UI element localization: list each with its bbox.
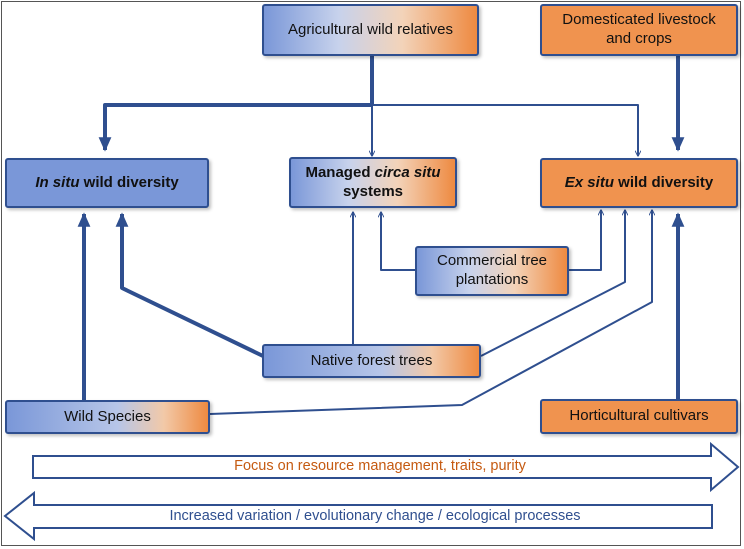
link-agri-to-exsitu: [372, 104, 638, 156]
node-in-situ-wild-diversity: In situ wild diversity: [5, 158, 209, 208]
node-label: Ex situ wild diversity: [564, 173, 714, 191]
node-wild-species: Wild Species: [5, 400, 210, 434]
link-commercial-to-circa: [381, 212, 416, 271]
node-label: Domesticated livestock and crops: [562, 11, 716, 47]
arrow-right-label: Focus on resource management, traits, pu…: [234, 458, 526, 474]
node-domesticated-livestock: Domesticated livestock and crops: [540, 4, 738, 56]
node-native-forest-trees: Native forest trees: [262, 344, 481, 378]
link-commercial-to-exsitu: [569, 210, 601, 271]
node-agricultural-wild-relatives: Agricultural wild relatives: [262, 4, 479, 56]
arrow-right-shape: [32, 441, 740, 493]
node-label: Managed circa situ systems: [305, 163, 441, 200]
node-label: Agricultural wild relatives: [287, 20, 454, 38]
node-label: Commercial tree plantations: [436, 252, 548, 288]
node-label: Wild Species: [64, 407, 151, 425]
arrow-left-shape: [3, 490, 713, 542]
arrow-left-label: Increased variation / evolutionary chang…: [169, 508, 581, 524]
link-native-to-insitu: [115, 212, 264, 358]
link-agri-to-insitu: [98, 103, 372, 152]
link-native-to-exsitu: [480, 210, 625, 357]
node-label: Horticultural cultivars: [569, 407, 709, 425]
node-managed-circa-situ: Managed circa situ systems: [289, 157, 457, 208]
node-horticultural-cultivars: Horticultural cultivars: [540, 399, 738, 434]
node-label: Native forest trees: [310, 351, 433, 369]
node-commercial-tree-plantations: Commercial tree plantations: [415, 246, 569, 296]
node-ex-situ-wild-diversity: Ex situ wild diversity: [540, 158, 738, 208]
link-wild-to-exsitu: [209, 210, 652, 415]
node-label: In situ wild diversity: [35, 173, 179, 191]
